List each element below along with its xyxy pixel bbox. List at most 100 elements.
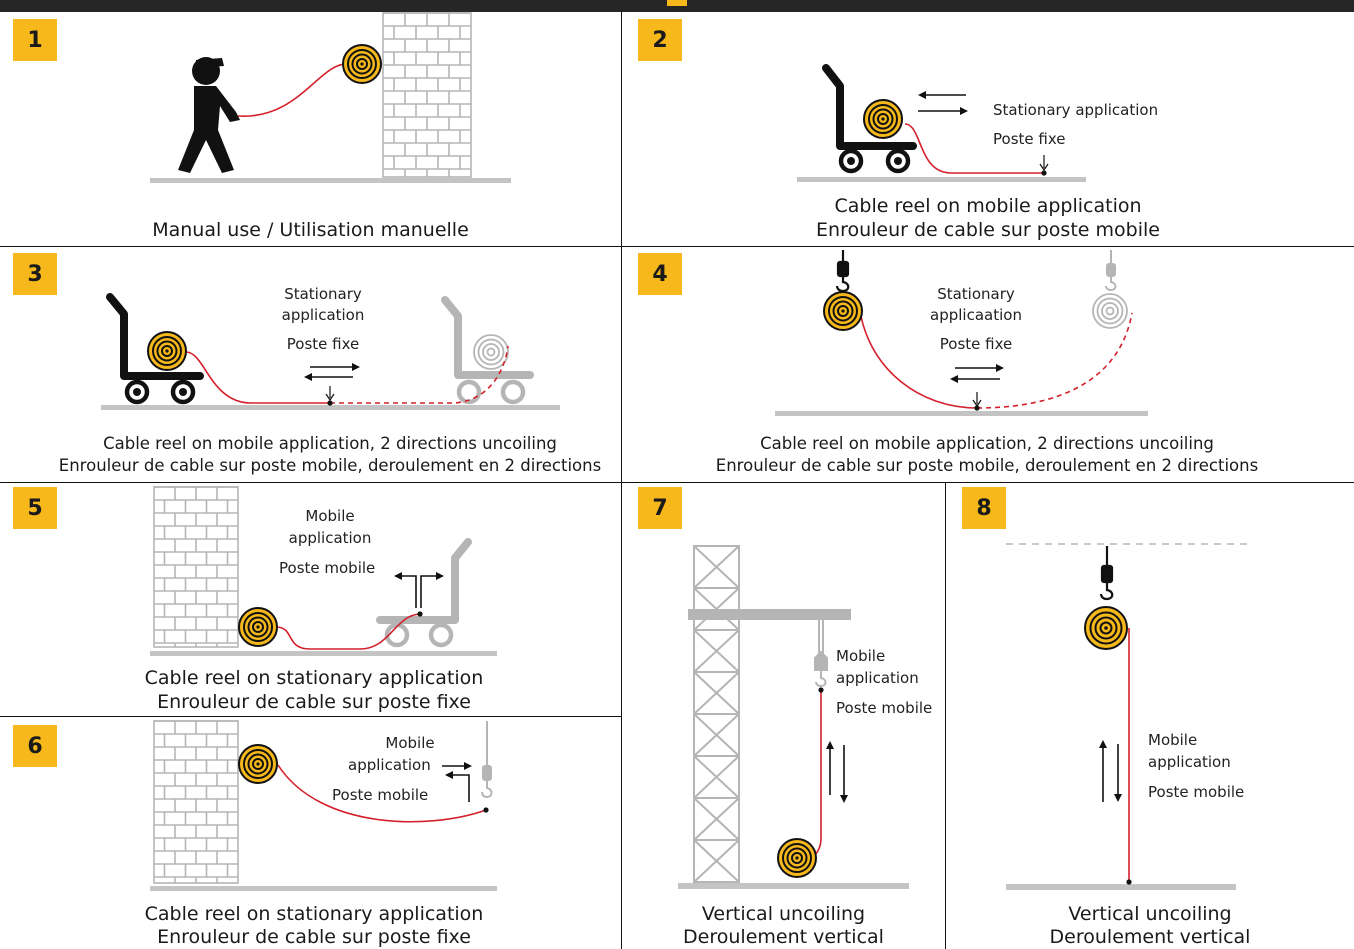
panel-2-illustration (797, 64, 1086, 182)
cable (859, 310, 978, 409)
panel-2-caption-en: Cable reel on mobile application (834, 195, 1142, 217)
cable (904, 123, 1044, 174)
panel-8-label-1: Mobile (1148, 731, 1198, 749)
direction-arrows (394, 572, 444, 608)
panel-4-caption-en: Cable reel on mobile application, 2 dire… (760, 434, 1214, 453)
ground-line (678, 883, 909, 889)
cable-dashed (976, 312, 1133, 409)
ground-line (101, 405, 560, 410)
cable-anchor (327, 400, 333, 406)
ground-line (775, 411, 1148, 416)
person-icon (178, 57, 240, 173)
panel-7-number: 7 (638, 487, 682, 529)
divider-h-1 (0, 246, 1354, 247)
panel-7-label-1: Mobile (836, 647, 886, 665)
panel-6-caption-en: Cable reel on stationary application (144, 903, 484, 925)
panel-4-label-1: Stationary (937, 285, 1015, 303)
brick-wall (153, 486, 239, 648)
cable-reel-icon (238, 607, 278, 647)
cable-anchor (818, 687, 824, 693)
panel-6-label-3: Poste mobile (332, 786, 429, 804)
ground-line (1006, 884, 1236, 890)
panel-6-caption-fr: Enrouleur de cable sur poste fixe (157, 926, 471, 948)
panel-8-label-3: Poste mobile (1148, 783, 1245, 801)
panel-7-illustration (678, 545, 909, 889)
direction-arrows (442, 762, 472, 802)
ghost-reel-icon (473, 334, 509, 370)
panel-5-number: 5 (13, 487, 57, 529)
panel-2-label-1: Stationary application (993, 101, 1159, 119)
divider-v-top (621, 12, 622, 949)
panel-3-caption-fr: Enrouleur de cable sur poste mobile, der… (58, 456, 602, 475)
ground-line (150, 178, 511, 183)
panel-1-caption: Manual use / Utilisation manuelle (152, 219, 469, 241)
panel-8-caption-fr: Deroulement vertical (1049, 926, 1251, 948)
ground-line (150, 651, 497, 656)
panel-5-illustration (150, 486, 497, 656)
cable-anchor (1041, 170, 1047, 176)
ghost-reel-icon (1092, 293, 1128, 329)
panel-6-number: 6 (13, 725, 57, 767)
panel-5-label-1: Mobile (305, 507, 355, 525)
panel-3-label-2: application (281, 306, 365, 324)
panel-1-number: 1 (13, 19, 57, 61)
panel-7-caption-fr: Deroulement vertical (683, 926, 884, 948)
cable-reel-icon (147, 331, 187, 371)
cable-anchor (483, 807, 489, 813)
cable-reel-icon (777, 838, 817, 878)
cable-anchor (417, 611, 423, 617)
ghost-trolley-icon (441, 296, 534, 405)
cable (277, 764, 487, 823)
panel-6-illustration (150, 720, 497, 891)
brick-wall (153, 720, 239, 884)
cable-reel-icon (342, 44, 382, 84)
cable-anchor (974, 405, 980, 411)
panel-4-label-2: applicaation (930, 306, 1022, 324)
cable-reel-icon (823, 291, 863, 331)
ghost-hook-icon (481, 721, 493, 799)
panel-2-number: 2 (638, 19, 682, 61)
panel-8-number: 8 (962, 487, 1006, 529)
divider-h-3 (0, 716, 621, 717)
direction-arrows (304, 363, 360, 402)
panel-8-caption-en: Vertical uncoiling (1068, 903, 1232, 925)
hook-icon (835, 250, 850, 293)
direction-arrows (826, 741, 848, 803)
panel-5-label-3: Poste mobile (279, 559, 376, 577)
direction-arrows (950, 364, 1004, 408)
crane-jib (688, 609, 851, 620)
panel-3-label-3: Poste fixe (286, 335, 360, 353)
panel-5-caption-en: Cable reel on stationary application (144, 667, 484, 689)
ground-line (150, 886, 497, 891)
panel-4-label-3: Poste fixe (939, 335, 1013, 353)
panel-3-label-1: Stationary (284, 285, 362, 303)
ghost-hook-icon (1105, 250, 1117, 292)
direction-arrows (1099, 740, 1122, 802)
crane-tower (693, 545, 740, 883)
cable (185, 351, 330, 404)
panel-3-caption-en: Cable reel on mobile application, 2 dire… (103, 434, 557, 453)
panel-5-caption-fr: Enrouleur de cable sur poste fixe (157, 691, 471, 713)
cable-reel-icon (863, 99, 903, 139)
cable-reel-icon (238, 744, 278, 784)
panel-7-label-3: Poste mobile (836, 699, 933, 717)
trolley-icon (106, 293, 204, 405)
panel-4-caption-fr: Enrouleur de cable sur poste mobile, der… (715, 456, 1259, 475)
divider-h-2 (0, 482, 1354, 483)
panel-6-label-2: application (348, 756, 431, 774)
panel-1-illustration (150, 12, 511, 183)
cable-reel-icon (1084, 606, 1128, 650)
panel-4-number: 4 (638, 253, 682, 295)
header-bar (0, 0, 1354, 12)
trolley-icon (822, 64, 917, 174)
ghost-trolley-icon (376, 538, 472, 648)
panel-7-label-2: application (836, 669, 919, 687)
cable (275, 613, 421, 650)
hook-icon (1099, 546, 1114, 601)
header-accent (667, 0, 687, 6)
panel-2-label-2: Poste fixe (993, 130, 1066, 148)
panel-4-illustration (775, 250, 1148, 416)
ghost-hook-icon (814, 620, 828, 688)
cable-anchor (1126, 879, 1132, 885)
